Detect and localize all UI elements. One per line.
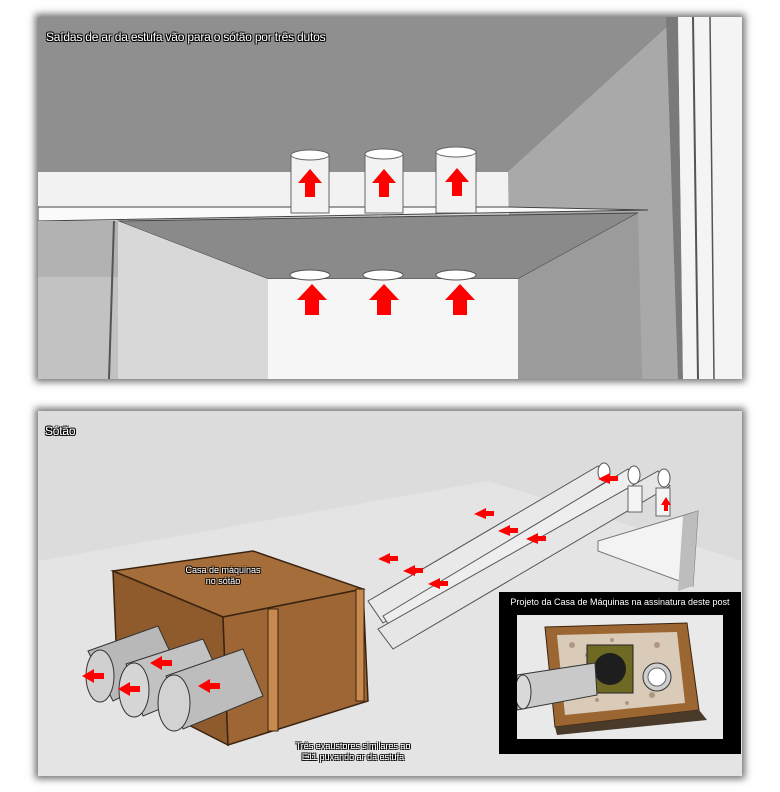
top-caption: Saídas de ar da estufa vão para o sótão … xyxy=(46,30,326,44)
duct-3 xyxy=(435,146,477,214)
arrow-icon xyxy=(82,669,104,683)
arrow-icon xyxy=(526,533,546,544)
machine-box-label: Casa de máquinas no sótão xyxy=(185,565,261,586)
arrow-icon xyxy=(369,284,399,315)
arrow-icon xyxy=(150,656,172,670)
arrow-icon xyxy=(403,565,423,576)
greenhouse-drawing xyxy=(38,17,742,379)
arrow-icon xyxy=(378,553,398,564)
arrow-icon xyxy=(498,525,518,536)
inset-title: Projeto da Casa de Máquinas na assinatur… xyxy=(510,597,730,607)
attic-view: Sótão Casa de máquinas no sótão Três exa… xyxy=(38,411,742,776)
attic-drawing xyxy=(38,411,742,776)
arrow-icon xyxy=(118,682,140,696)
arrow-icon xyxy=(198,679,220,693)
arrow-icon xyxy=(445,284,475,315)
exhaust-note: Três exaustores similares ao E11 puxando… xyxy=(295,741,411,762)
arrow-icon xyxy=(598,473,618,484)
arrow-icon xyxy=(428,578,448,589)
bottom-caption: Sótão xyxy=(45,424,76,438)
arrow-icon xyxy=(474,508,494,519)
arrow-icon xyxy=(445,168,469,196)
arrow-icon xyxy=(298,169,322,197)
greenhouse-interior-view: Saídas de ar da estufa vão para o sótão … xyxy=(38,17,742,379)
machine-house-inset: Projeto da Casa de Máquinas na assinatur… xyxy=(499,592,741,754)
inset-drawing xyxy=(517,615,723,739)
arrow-icon xyxy=(661,497,671,511)
inset-render xyxy=(517,615,723,739)
duct-1 xyxy=(290,149,330,214)
arrow-icon xyxy=(297,284,327,315)
long-duct-3 xyxy=(377,470,671,650)
arrow-icon xyxy=(372,169,396,197)
